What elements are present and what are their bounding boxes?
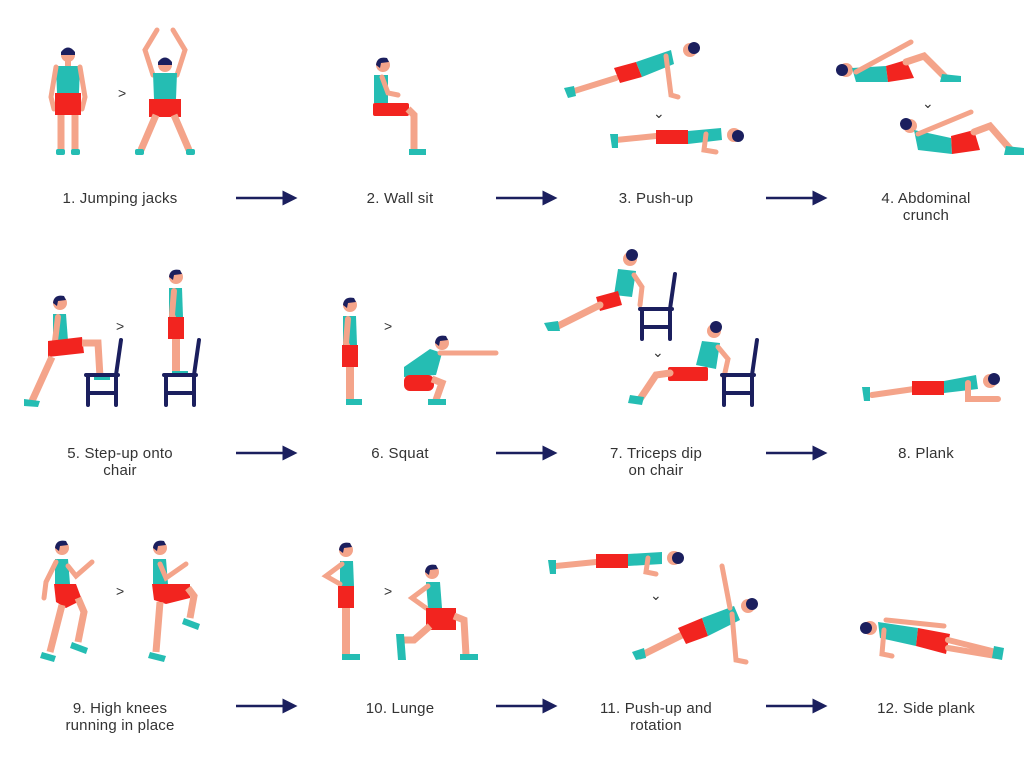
exercise-label-9: 9. High knees running in place [65,700,175,734]
sequence-arrow-5-6 [236,445,298,461]
exercise-label-7: 7. Triceps dip on chair [609,445,702,479]
sequence-arrow-1-2 [236,190,298,206]
next-step-down-icon: ⌄ [652,344,664,360]
step-up-onto-chair-illustration: > [24,255,201,407]
exercise-label-8: 8. Plank [898,445,954,462]
push-up-illustration: ⌄ [564,42,744,155]
wall-sit-illustration [373,57,426,155]
exercise-label-12: 12. Side plank [877,700,975,717]
exercise-label-11: 11. Push-up and rotation [600,700,712,734]
next-step-down-icon: ⌄ [650,587,662,603]
abdominal-crunch-illustration: ⌄ [836,39,1024,155]
sequence-arrow-6-7 [496,445,558,461]
exercise-label-3: 3. Push-up [618,190,694,207]
sequence-arrow-9-10 [236,698,298,714]
triceps-dip-on-chair-illustration: ⌄ [544,249,759,407]
squat-illustration: > [300,255,499,425]
next-step-icon: > [116,583,124,599]
jumping-jacks-illustration: > [20,27,195,170]
side-plank-illustration [860,617,1004,660]
next-step-icon: > [384,318,392,334]
exercise-label-2: 2. Wall sit [366,190,434,207]
exercise-label-10: 10. Lunge [365,700,435,717]
exercise-label-6: 6. Squat [371,445,429,462]
exercise-label-4: 4. Abdominal crunch [881,190,971,224]
sequence-arrow-3-4 [766,190,828,206]
exercise-label-1: 1. Jumping jacks [62,190,178,207]
sequence-arrow-10-11 [496,698,558,714]
sequence-arrow-2-3 [496,190,558,206]
high-knees-running-in-place-illustration: > [40,540,200,662]
sequence-arrow-11-12 [766,698,828,714]
plank-illustration [862,373,1001,402]
next-step-icon: > [118,85,126,101]
next-step-down-icon: ⌄ [922,95,934,111]
exercise-label-5: 5. Step-up onto chair [67,445,173,479]
push-up-and-rotation-illustration: ⌄ [548,551,758,665]
next-step-icon: > [116,318,124,334]
sequence-arrow-7-8 [766,445,828,461]
next-step-down-icon: ⌄ [653,105,665,121]
lunge-illustration: > [321,542,478,660]
next-step-icon: > [384,583,392,599]
